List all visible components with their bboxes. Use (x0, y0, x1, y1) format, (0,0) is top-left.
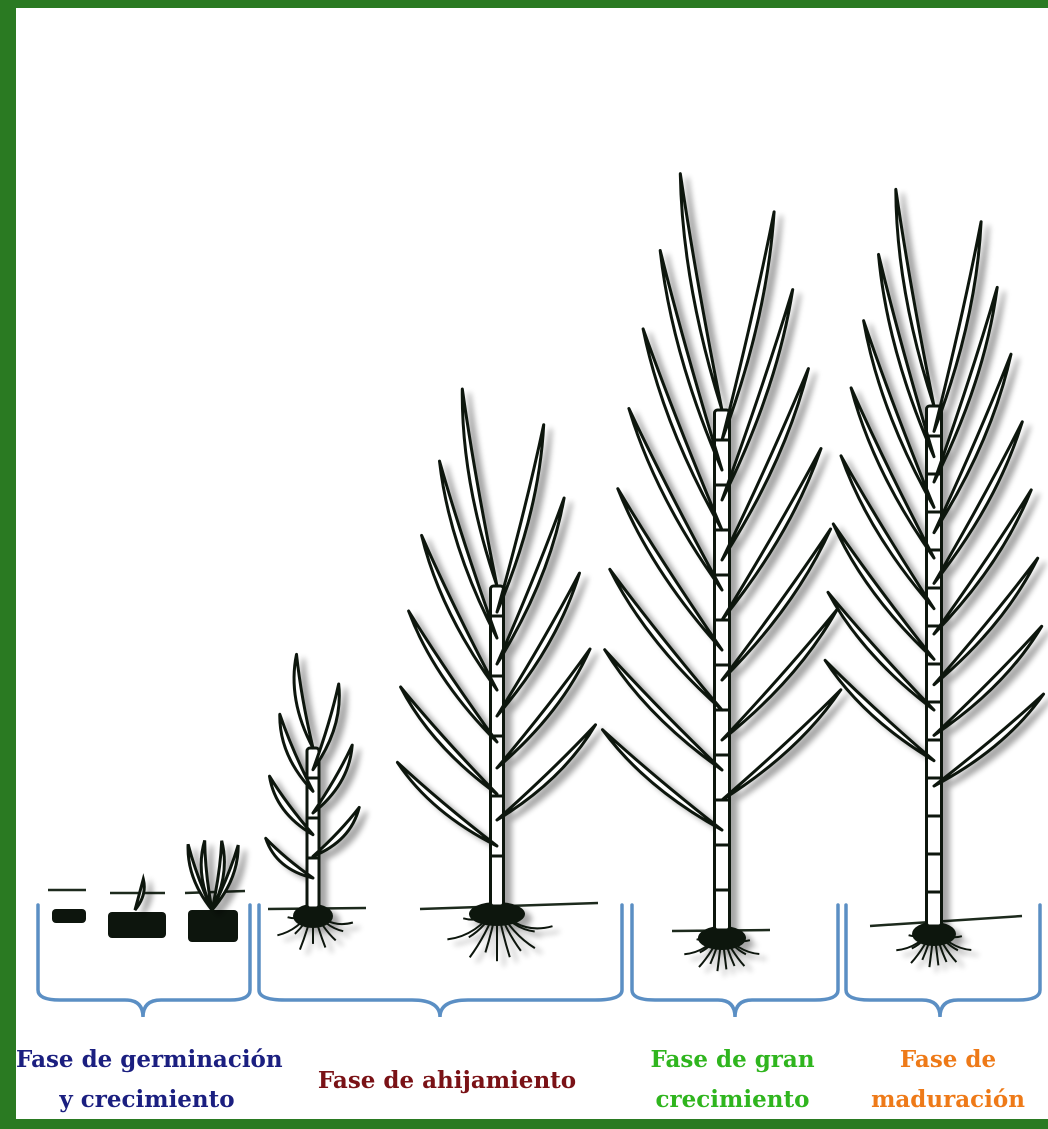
phase-label-ahijamiento: Fase de ahijamiento (308, 1061, 586, 1101)
sett (188, 910, 238, 942)
sprout (135, 879, 144, 910)
leaf (828, 592, 934, 710)
phase-label-line: Fase de germinación (16, 1040, 278, 1080)
leaf (722, 610, 837, 741)
leaf (934, 222, 981, 432)
leaf (825, 660, 934, 760)
plant-ahijamiento-young (266, 654, 360, 949)
leaf (610, 569, 722, 710)
phase-label-line: Fase de gran (640, 1040, 825, 1080)
leaf (722, 212, 774, 440)
plant-maduracion (825, 189, 1043, 967)
bracket-gran-crecimiento (632, 905, 838, 1017)
phase-label-line: y crecimiento (16, 1080, 278, 1120)
sprouts (135, 840, 238, 910)
leaf (934, 626, 1042, 735)
leaf (294, 654, 313, 748)
seed-setts (52, 909, 238, 942)
phase-label-line: Fase de ahijamiento (308, 1061, 586, 1101)
phase-label-line: Fase de (862, 1040, 1034, 1080)
plant-ahijamiento (397, 389, 595, 961)
phase-label-line: crecimiento (640, 1080, 825, 1120)
leaf (497, 725, 596, 820)
plant-gran-crecimiento (603, 174, 841, 972)
leaf (934, 558, 1038, 684)
phase-label-line: maduración (862, 1080, 1034, 1120)
sett (52, 909, 86, 923)
sett (108, 912, 166, 938)
stem (927, 406, 942, 926)
leaf (313, 684, 339, 770)
leaf (934, 694, 1044, 786)
leaf (722, 529, 831, 680)
leaf (603, 730, 723, 830)
sugarcane-plants (52, 174, 1044, 972)
leaf (397, 762, 497, 846)
leaf (722, 690, 841, 800)
